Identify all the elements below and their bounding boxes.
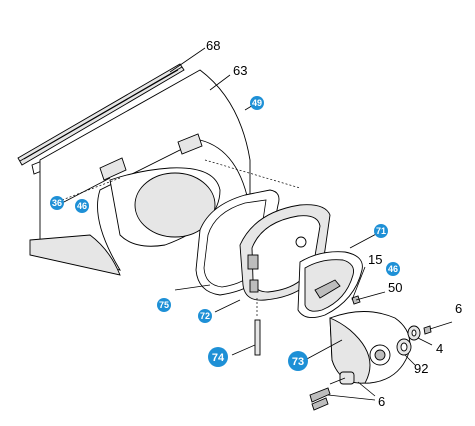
- hinge-pin: [231, 298, 261, 356]
- badge-49: 49: [250, 96, 264, 110]
- label-4: 4: [436, 341, 443, 356]
- housing-shell: [29, 69, 301, 276]
- svg-text:74: 74: [212, 352, 225, 364]
- badge-36: 36: [50, 196, 64, 210]
- badge-74: 74: [208, 347, 228, 367]
- lock-cylinder-keys: [309, 371, 376, 411]
- badge-71: 71: [374, 224, 388, 238]
- label-6-bottom: 6: [378, 394, 385, 409]
- label-50: 50: [388, 280, 402, 295]
- washer-stack: [396, 321, 453, 366]
- svg-text:36: 36: [52, 198, 62, 208]
- badge-72: 72: [198, 309, 212, 323]
- badge-46-top: 46: [75, 199, 89, 213]
- label-68: 68: [206, 38, 220, 53]
- door-with-handle: [297, 251, 363, 319]
- label-63: 63: [233, 63, 247, 78]
- svg-text:73: 73: [292, 356, 304, 368]
- svg-text:46: 46: [77, 201, 87, 211]
- svg-text:71: 71: [376, 226, 386, 236]
- svg-text:46: 46: [388, 264, 398, 274]
- svg-text:72: 72: [200, 311, 210, 321]
- label-15: 15: [368, 252, 382, 267]
- round-cover-plate: [304, 311, 411, 384]
- screw-small: [351, 266, 386, 305]
- svg-text:49: 49: [252, 98, 262, 108]
- svg-text:75: 75: [159, 300, 169, 310]
- label-6-top: 6: [455, 301, 462, 316]
- badge-75: 75: [157, 298, 171, 312]
- leader-lines: [61, 47, 381, 313]
- label-92: 92: [414, 361, 428, 376]
- badge-73: 73: [288, 351, 308, 371]
- badge-46-right: 46: [386, 262, 400, 276]
